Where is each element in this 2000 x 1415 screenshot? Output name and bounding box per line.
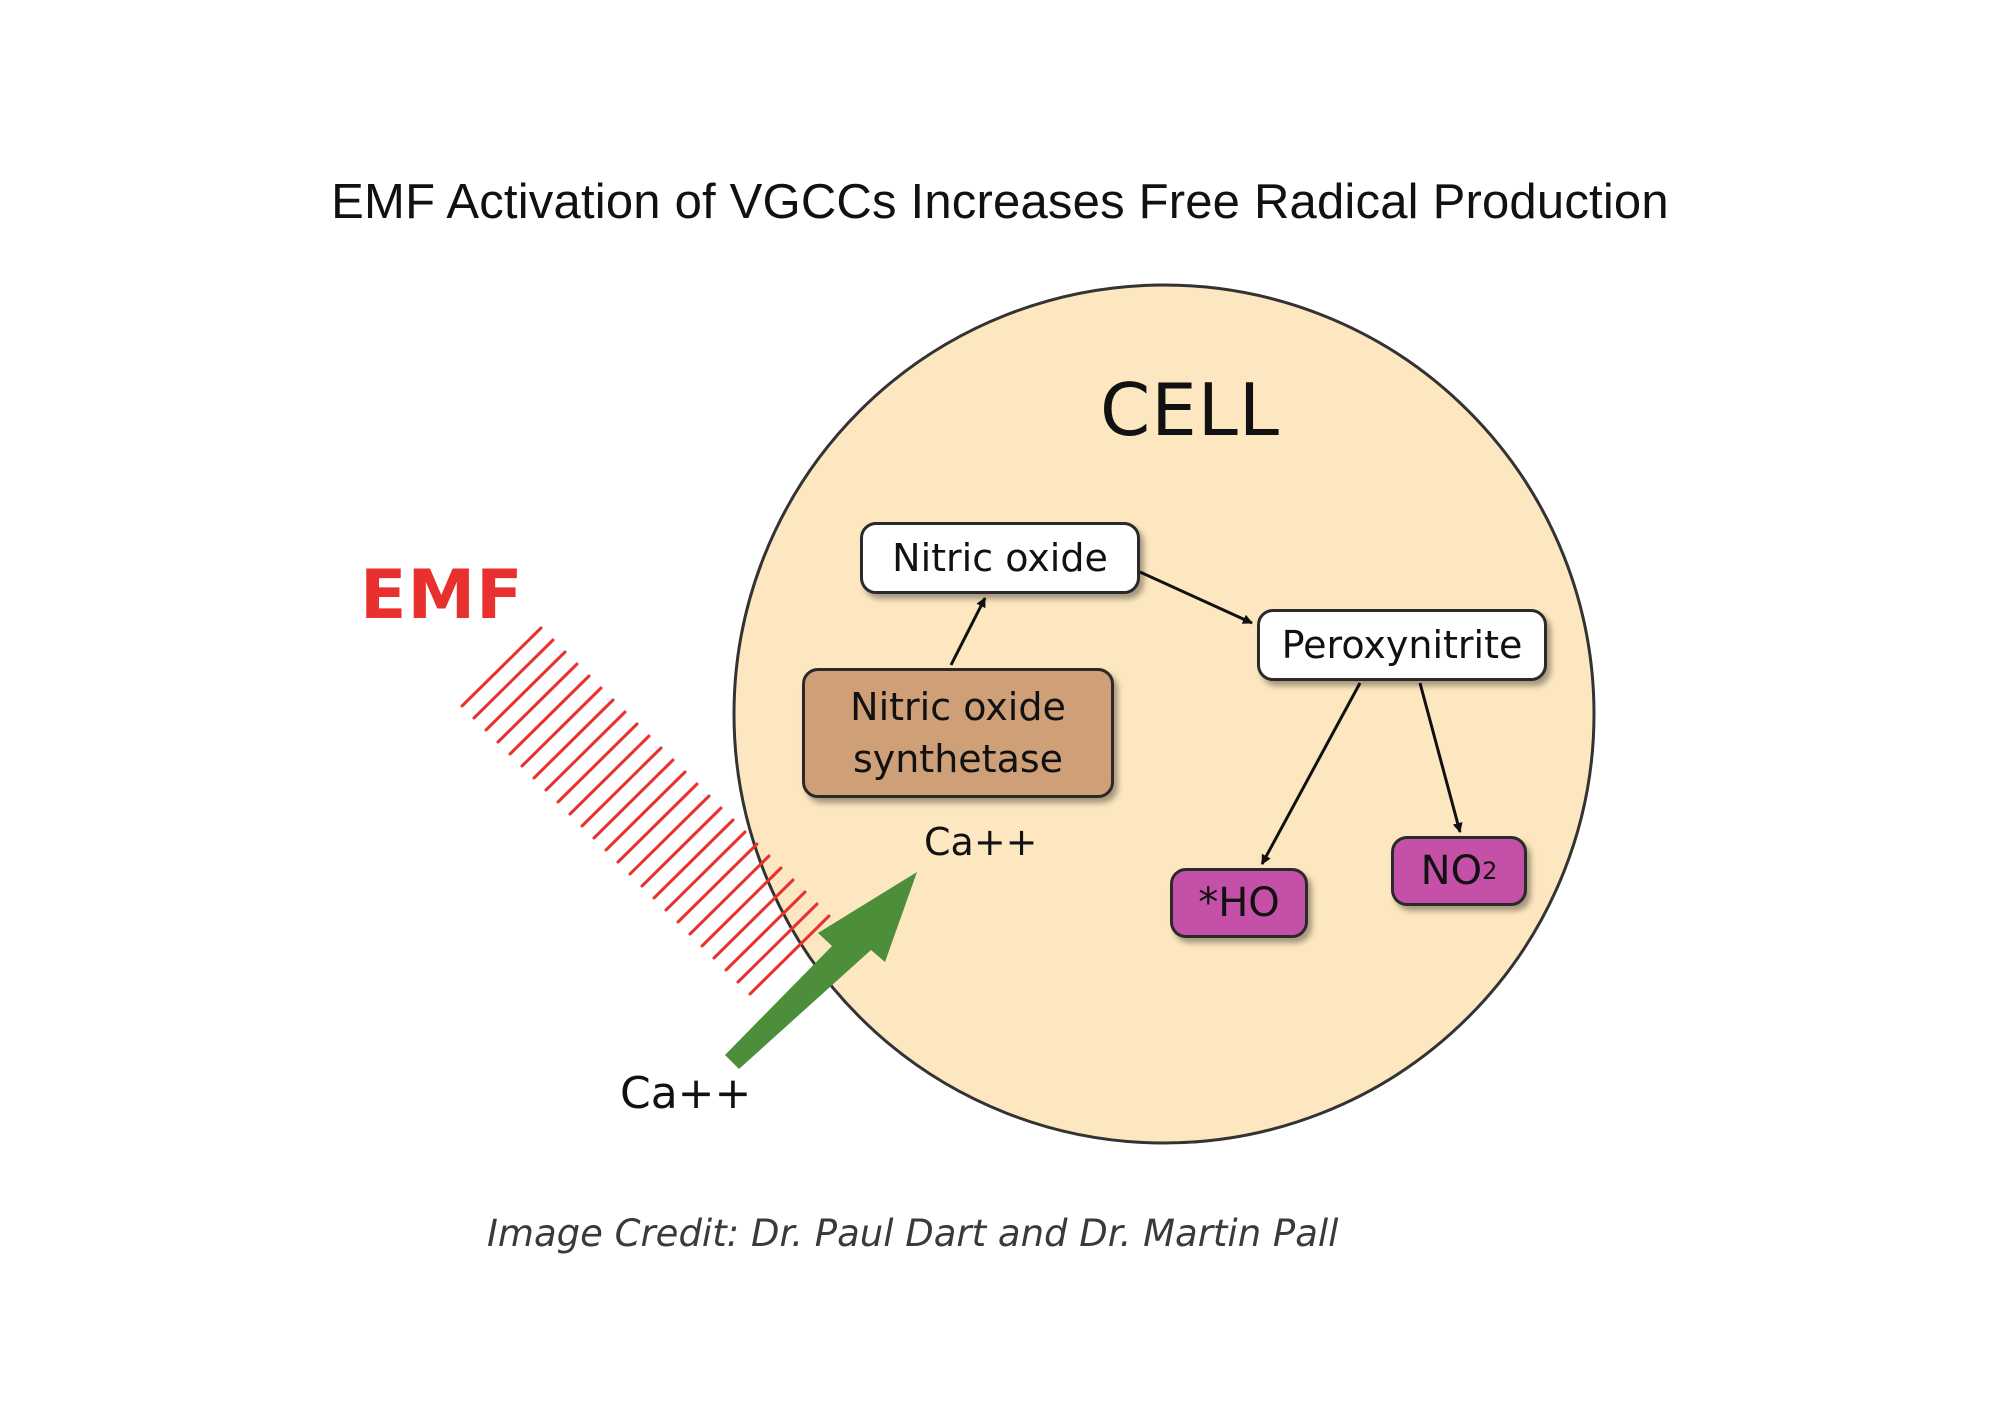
arrow-nitric-oxide-to-peroxynitrite [1139, 570, 1253, 625]
no2-base-text: NO [1420, 848, 1483, 894]
calcium-inside-label: Ca++ [924, 820, 1038, 864]
image-credit: Image Credit: Dr. Paul Dart and Dr. Mart… [487, 1212, 1339, 1255]
pathway-arrows [949, 570, 1463, 865]
page-title: EMF Activation of VGCCs Increases Free R… [331, 175, 1669, 229]
cell-label: CELL [1100, 368, 1280, 452]
peroxynitrite-node: Peroxynitrite [1257, 609, 1547, 681]
emf-radiation-lines [460, 626, 831, 996]
arrow-synthetase-to-nitric-oxide [949, 597, 987, 666]
hydroxyl-radical-node: *HO [1170, 868, 1308, 938]
nitric-oxide-synthetase-node: Nitric oxide synthetase [802, 668, 1114, 798]
calcium-outside-label: Ca++ [620, 1068, 752, 1119]
calcium-influx-arrow [725, 872, 917, 1069]
nitric-oxide-node: Nitric oxide [860, 522, 1140, 594]
arrow-peroxynitrite-to-hydroxyl [1260, 682, 1362, 865]
no2-subscript: 2 [1482, 857, 1498, 885]
emf-label: EMF [360, 556, 524, 635]
arrow-peroxynitrite-to-no2 [1418, 682, 1463, 833]
cell-body [732, 283, 1596, 1145]
